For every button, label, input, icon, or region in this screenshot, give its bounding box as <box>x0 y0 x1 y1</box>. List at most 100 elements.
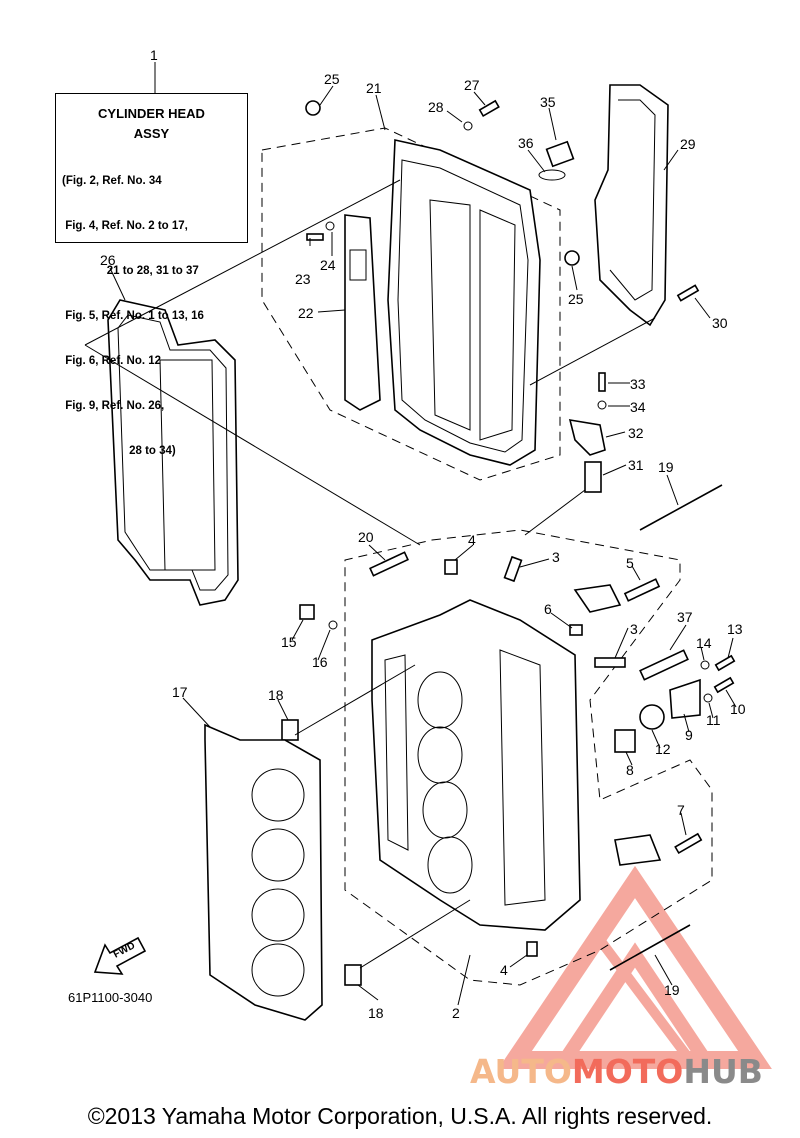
legend-lines: (Fig. 2, Ref. No. 34 Fig. 4, Ref. No. 2 … <box>62 144 204 489</box>
part-13-bolt <box>714 654 736 672</box>
legend-title-line1: CYLINDER HEAD <box>98 106 205 121</box>
watermark-moto: MOTO <box>571 1052 684 1091</box>
part-20-bolt <box>369 551 409 577</box>
callout-4b: 4 <box>500 962 508 978</box>
part-14-washer <box>700 660 710 670</box>
part-35-cap <box>545 140 575 168</box>
part-2-cylinder-head <box>371 599 581 931</box>
callout-21: 21 <box>366 80 382 96</box>
callout-30: 30 <box>712 315 728 331</box>
callout-28: 28 <box>428 99 444 115</box>
legend-title: CYLINDER HEAD ASSY <box>56 104 247 144</box>
callout-12: 12 <box>655 741 671 757</box>
watermark-logo <box>498 865 772 1069</box>
callout-13: 13 <box>727 621 743 637</box>
callout-32: 32 <box>628 425 644 441</box>
legend-title-line2: ASSY <box>133 126 170 141</box>
callout-23: 23 <box>295 271 311 287</box>
callout-18b: 18 <box>368 1005 384 1021</box>
callout-15: 15 <box>281 634 297 650</box>
callout-7: 7 <box>677 802 685 818</box>
small-hardware <box>281 99 736 986</box>
callout-1: 1 <box>150 47 158 63</box>
callout-4: 4 <box>468 532 476 548</box>
callout-36: 36 <box>518 135 534 151</box>
head-group-outline <box>344 529 713 986</box>
part-18-dowel-2 <box>344 964 362 986</box>
callout-33: 33 <box>630 376 646 392</box>
callout-29: 29 <box>680 136 696 152</box>
part-32-sensor <box>568 419 606 456</box>
part-31-sensor <box>584 461 602 493</box>
callout-11: 11 <box>706 712 721 728</box>
callout-25: 25 <box>324 71 340 87</box>
legend-line: Fig. 9, Ref. No. 26, <box>62 400 165 412</box>
callout-14: 14 <box>696 635 712 651</box>
legend-box: CYLINDER HEAD ASSY (Fig. 2, Ref. No. 34 … <box>55 93 248 457</box>
part-36-oring <box>538 169 566 181</box>
part-34-washer <box>597 400 607 410</box>
part-33-bolt <box>598 372 606 392</box>
bearing-cap-2 <box>614 834 662 866</box>
callout-22: 22 <box>298 305 314 321</box>
legend-line: Fig. 6, Ref. No. 12 <box>62 355 162 367</box>
part-30-bolt <box>676 284 700 302</box>
fwd-arrow-icon <box>93 936 147 975</box>
callout-25b: 25 <box>568 291 584 307</box>
part-5-bolt <box>623 578 661 602</box>
part-10-bolt <box>713 676 735 694</box>
callout-35: 35 <box>540 94 556 110</box>
legend-line: (Fig. 2, Ref. No. 34 <box>62 175 162 187</box>
callout-3: 3 <box>552 549 560 565</box>
diagram-code: 61P1100-3040 <box>68 990 153 1005</box>
part-25-grommet-top <box>305 100 321 116</box>
part-25-grommet <box>564 250 580 266</box>
legend-line: 21 to 28, 31 to 37 <box>62 265 199 277</box>
callout-34: 34 <box>630 399 646 415</box>
watermark-text: AUTOMOTOHUB <box>470 1052 763 1091</box>
part-8-plug <box>614 729 636 753</box>
legend-line: Fig. 4, Ref. No. 2 to 17, <box>62 220 188 232</box>
part-4-dowel-2 <box>526 941 538 957</box>
callout-16: 16 <box>312 654 328 670</box>
callout-8: 8 <box>626 762 634 778</box>
part-23-bolt <box>306 233 324 241</box>
callout-24: 24 <box>320 257 336 273</box>
part-15-bolt <box>299 604 315 620</box>
callout-17: 17 <box>172 684 188 700</box>
part-18-dowel <box>281 719 299 741</box>
part-22-cover-plate <box>344 214 381 411</box>
callout-31: 31 <box>628 457 644 473</box>
callout-27: 27 <box>464 77 480 93</box>
legend-line: 28 to 34) <box>62 445 176 457</box>
callout-26: 26 <box>100 252 116 268</box>
callout-19b: 19 <box>664 982 680 998</box>
part-6-pin <box>569 624 583 636</box>
callout-9: 9 <box>685 727 693 743</box>
callout-3b: 3 <box>630 621 638 637</box>
callout-5: 5 <box>626 555 634 571</box>
watermark-hub: HUB <box>683 1052 763 1091</box>
part-27-bolt <box>478 99 500 118</box>
part-9-cover <box>669 678 701 719</box>
part-21-head-cover <box>387 139 541 466</box>
cover-group-outline <box>261 127 561 481</box>
callout-2: 2 <box>452 1005 460 1021</box>
part-3-pin-2 <box>594 657 626 668</box>
callout-37: 37 <box>677 609 693 625</box>
callout-numbers: 1 25 21 27 28 35 36 29 23 24 25 30 26 22… <box>100 47 746 1021</box>
watermark-auto: AUTO <box>470 1052 572 1091</box>
part-11-washer <box>703 693 713 703</box>
part-37-plug <box>639 649 689 681</box>
part-16-washer <box>328 620 338 630</box>
callout-19: 19 <box>658 459 674 475</box>
part-19-long-bolt <box>639 484 723 531</box>
bearing-cap <box>573 584 622 613</box>
callout-6: 6 <box>544 601 552 617</box>
part-4-dowel <box>444 559 458 575</box>
part-19-long-bolt-2 <box>609 924 691 971</box>
callout-20: 20 <box>358 529 374 545</box>
part-26-cover-gasket <box>107 299 239 606</box>
legend-line: Fig. 5, Ref. No. 1 to 13, 16 <box>62 310 204 322</box>
